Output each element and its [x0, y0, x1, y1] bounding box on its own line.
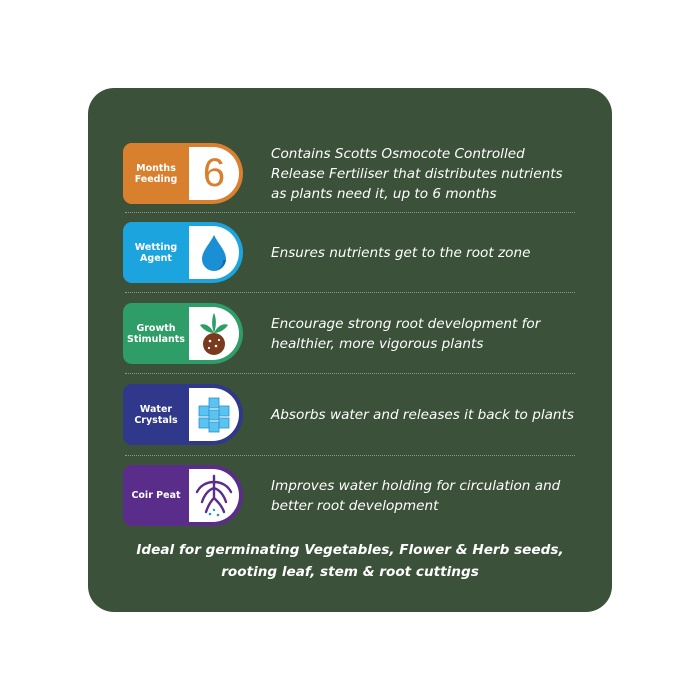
roots-icon [189, 469, 239, 522]
feature-card: Months Feeding 6 Contains Scotts Osmocot… [88, 88, 612, 612]
badge-label: Water Crystals [134, 403, 178, 426]
badge-label: Coir Peat [131, 490, 181, 501]
divider [125, 292, 575, 293]
feature-description: Encourage strong root development for he… [271, 315, 541, 352]
feature-row-growth-stimulants: Growth Stimulants Encourage strong root … [123, 303, 575, 364]
divider [125, 455, 575, 456]
badge-label: Growth Stimulants [127, 322, 185, 345]
badge-label: Months Feeding [134, 162, 178, 185]
water-drop-icon [189, 226, 239, 279]
number-six-icon: 6 [189, 147, 239, 200]
crystals-icon [189, 388, 239, 441]
feature-row-months-feeding: Months Feeding 6 Contains Scotts Osmocot… [123, 143, 575, 204]
feature-description: Absorbs water and releases it back to pl… [271, 406, 574, 423]
footer-line-1: Ideal for germinating Vegetables, Flower… [136, 542, 564, 558]
growth-stimulants-badge: Growth Stimulants [123, 303, 243, 364]
divider [125, 212, 575, 213]
badge-label: Wetting Agent [134, 241, 178, 264]
wetting-agent-badge: Wetting Agent [123, 222, 243, 283]
footer-line-2: rooting leaf, stem & root cuttings [221, 564, 479, 580]
feature-description: Ensures nutrients get to the root zone [271, 244, 531, 261]
divider [125, 373, 575, 374]
feature-row-wetting-agent: Wetting Agent Ensures nutrients get to t… [123, 222, 575, 283]
feature-row-water-crystals: Water Crystals Absorbs water and release… [123, 384, 575, 445]
months-feeding-badge: Months Feeding 6 [123, 143, 243, 204]
feature-description: Contains Scotts Osmocote Controlled Rele… [271, 145, 563, 202]
water-crystals-badge: Water Crystals [123, 384, 243, 445]
feature-row-coir-peat: Coir Peat Improves water holding for cir… [123, 465, 575, 526]
seedling-soil-icon [189, 307, 239, 360]
coir-peat-badge: Coir Peat [123, 465, 243, 526]
feature-description: Improves water holding for circulation a… [271, 477, 561, 514]
footer-note: Ideal for germinating Vegetables, Flower… [88, 539, 612, 583]
